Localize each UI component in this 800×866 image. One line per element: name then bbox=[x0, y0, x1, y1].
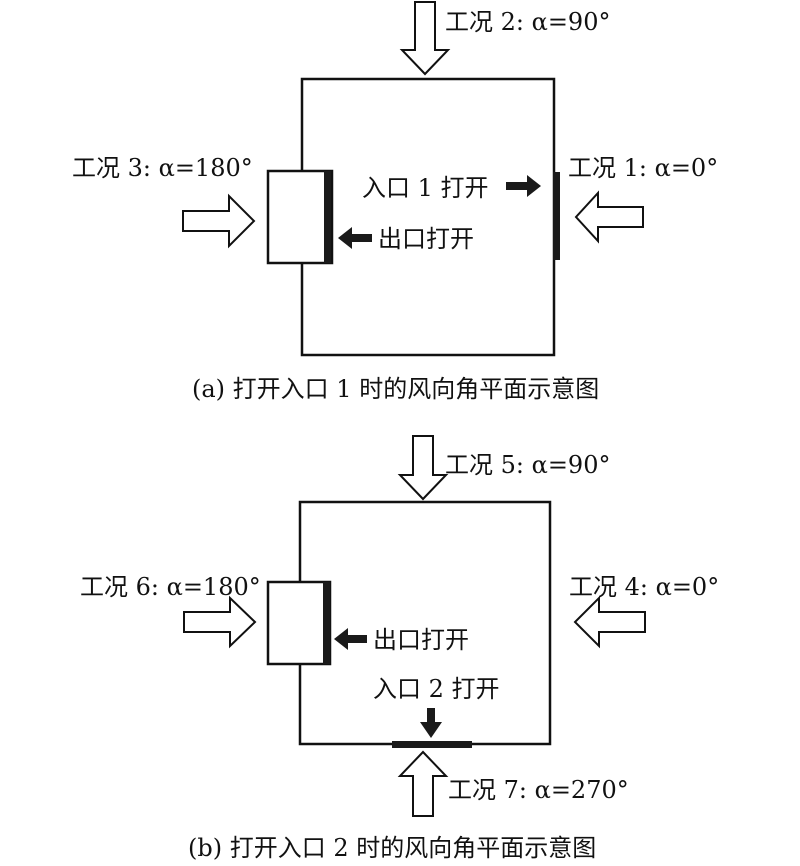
diagram-b: 工况 5: α=90° 工况 6: α=180° 工况 4: α=0° 出口打开… bbox=[80, 435, 719, 862]
building-outline-b bbox=[298, 500, 552, 746]
case5-label: 工况 5: α=90° bbox=[445, 451, 610, 479]
outlet-flow-arrow-b bbox=[334, 628, 367, 650]
inlet2-open-label: 入口 2 打开 bbox=[373, 675, 500, 703]
inlet2-flow-arrow bbox=[420, 708, 442, 738]
inlet1-flow-arrow bbox=[506, 175, 541, 197]
wind-arrow-case3 bbox=[182, 193, 256, 249]
annex-box-b bbox=[266, 580, 332, 666]
building-outline-a bbox=[300, 77, 556, 357]
inlet2-bar bbox=[392, 741, 472, 748]
inlet1-open-label: 入口 1 打开 bbox=[362, 174, 489, 202]
case2-label: 工况 2: α=90° bbox=[445, 8, 610, 36]
annex-box-a bbox=[266, 169, 334, 265]
outlet-flow-arrow-a bbox=[338, 227, 372, 249]
case6-label: 工况 6: α=180° bbox=[80, 573, 261, 601]
wind-arrow-case1 bbox=[574, 190, 644, 244]
wind-arrow-case7 bbox=[397, 750, 449, 817]
case1-label: 工况 1: α=0° bbox=[568, 154, 718, 182]
outlet-open-label-b: 出口打开 bbox=[373, 626, 469, 654]
case4-label: 工况 4: α=0° bbox=[569, 573, 719, 601]
outlet-open-label-a: 出口打开 bbox=[378, 225, 474, 253]
outlet-edge-b bbox=[323, 582, 330, 664]
diagram-a: 工况 2: α=90° 工况 3: α=180° 工况 1: α=0° 入口 1… bbox=[72, 1, 718, 403]
caption-b: (b) 打开入口 2 时的风向角平面示意图 bbox=[188, 834, 596, 862]
case7-label: 工况 7: α=270° bbox=[448, 776, 629, 804]
wind-arrow-case4 bbox=[573, 595, 646, 649]
outlet-edge-a bbox=[324, 171, 331, 263]
wind-arrow-case2 bbox=[399, 1, 451, 76]
inlet1-bar bbox=[553, 172, 560, 260]
case3-label: 工况 3: α=180° bbox=[72, 154, 253, 182]
wind-arrow-case5 bbox=[397, 435, 449, 501]
caption-a: (a) 打开入口 1 时的风向角平面示意图 bbox=[192, 375, 599, 403]
wind-arrow-case6 bbox=[183, 595, 257, 649]
